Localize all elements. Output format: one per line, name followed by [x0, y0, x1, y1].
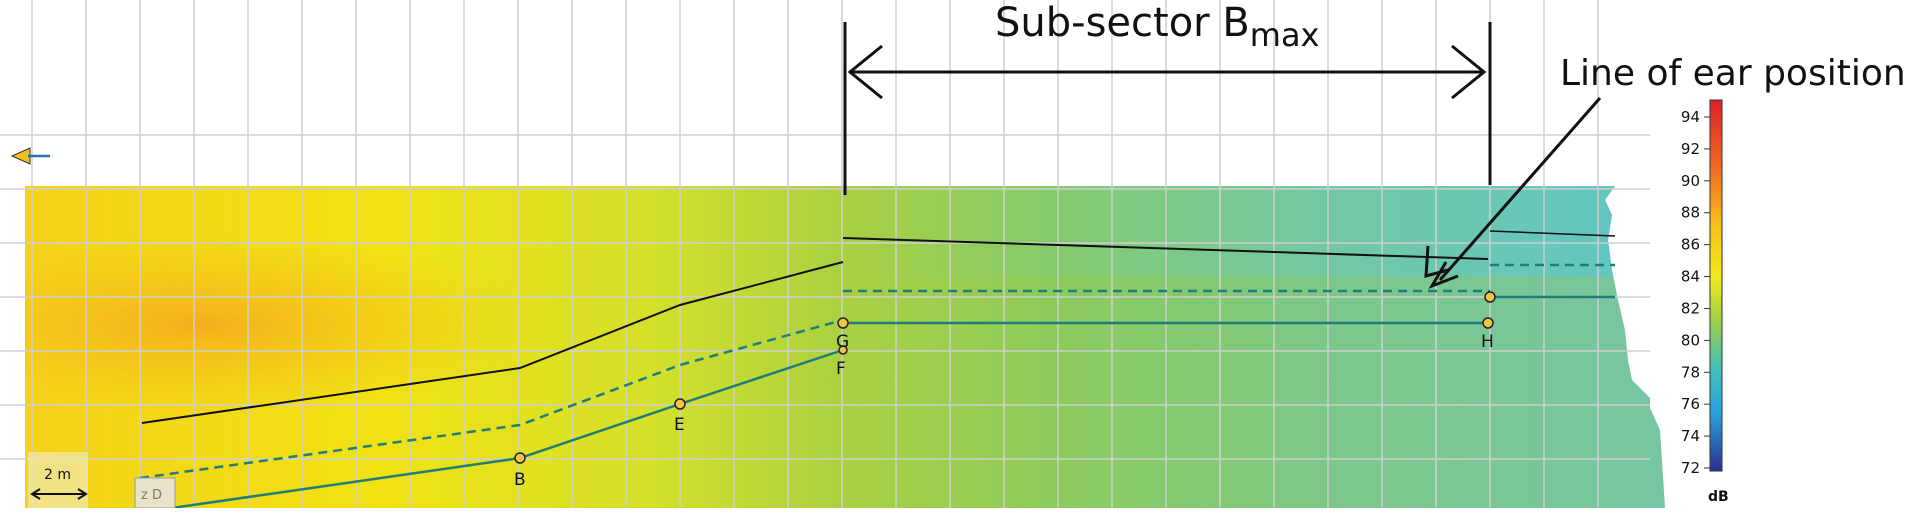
colorbar-tick-label: 84 — [1681, 268, 1700, 286]
colorbar-ticks: 94 92 90 88 86 84 82 80 78 76 74 72 — [1681, 108, 1710, 477]
map-grid — [0, 0, 1650, 508]
teal-solid-line-left — [171, 348, 844, 510]
black-ray-line-right — [842, 237, 1489, 260]
point-label-b: B — [514, 470, 526, 490]
marker-g — [837, 317, 849, 329]
zd-box: z D — [134, 477, 176, 509]
profile-lines — [139, 230, 1616, 510]
colorbar-tick-label: 82 — [1681, 299, 1700, 317]
sound-level-field — [25, 186, 1665, 508]
colorbar-unit: dB — [1708, 489, 1729, 505]
marker-e — [674, 398, 686, 410]
left-arrow-icon[interactable] — [10, 147, 50, 165]
marker-f — [838, 345, 848, 355]
ear-line-label: Line of ear position — [1560, 53, 1906, 94]
colorbar-tick-label: 74 — [1681, 427, 1700, 445]
ear-position-annotation: Line of ear position — [1424, 53, 1906, 289]
black-ray-line-left — [141, 261, 844, 424]
colorbar-tick-label: 90 — [1681, 172, 1700, 190]
colorbar-tick-label: 72 — [1681, 459, 1700, 477]
black-ray-line-far — [1489, 230, 1616, 237]
scale-bar: 2 m — [28, 452, 88, 508]
colorbar-tick-label: 80 — [1681, 331, 1700, 349]
colorbar-tick-label: 94 — [1681, 108, 1700, 126]
colorbar-tick-label: 88 — [1681, 204, 1700, 222]
point-labels: B E G F H — [514, 332, 1494, 490]
colorbar-tick-label: 92 — [1681, 140, 1700, 158]
colorbar: 94 92 90 88 86 84 82 80 78 76 74 72 dB — [1681, 99, 1729, 505]
point-label-f: F — [836, 359, 846, 379]
marker-ear — [1484, 291, 1496, 303]
subsector-label: Sub-sector Bmax — [995, 0, 1319, 54]
teal-dashed-line-left — [139, 318, 844, 480]
zd-label: z D — [141, 488, 162, 503]
point-markers — [514, 291, 1496, 464]
colorbar-gradient — [1709, 99, 1723, 472]
subsector-dimension: Sub-sector Bmax — [843, 0, 1492, 195]
colorbar-tick-label: 78 — [1681, 363, 1700, 381]
colorbar-tick-label: 76 — [1681, 395, 1700, 413]
colorbar-tick-label: 86 — [1681, 236, 1700, 254]
marker-h — [1482, 317, 1494, 329]
point-label-h: H — [1481, 332, 1494, 352]
marker-b — [514, 452, 526, 464]
point-label-g: G — [836, 332, 849, 352]
point-label-e: E — [674, 415, 685, 435]
scale-bar-label: 2 m — [44, 467, 71, 483]
